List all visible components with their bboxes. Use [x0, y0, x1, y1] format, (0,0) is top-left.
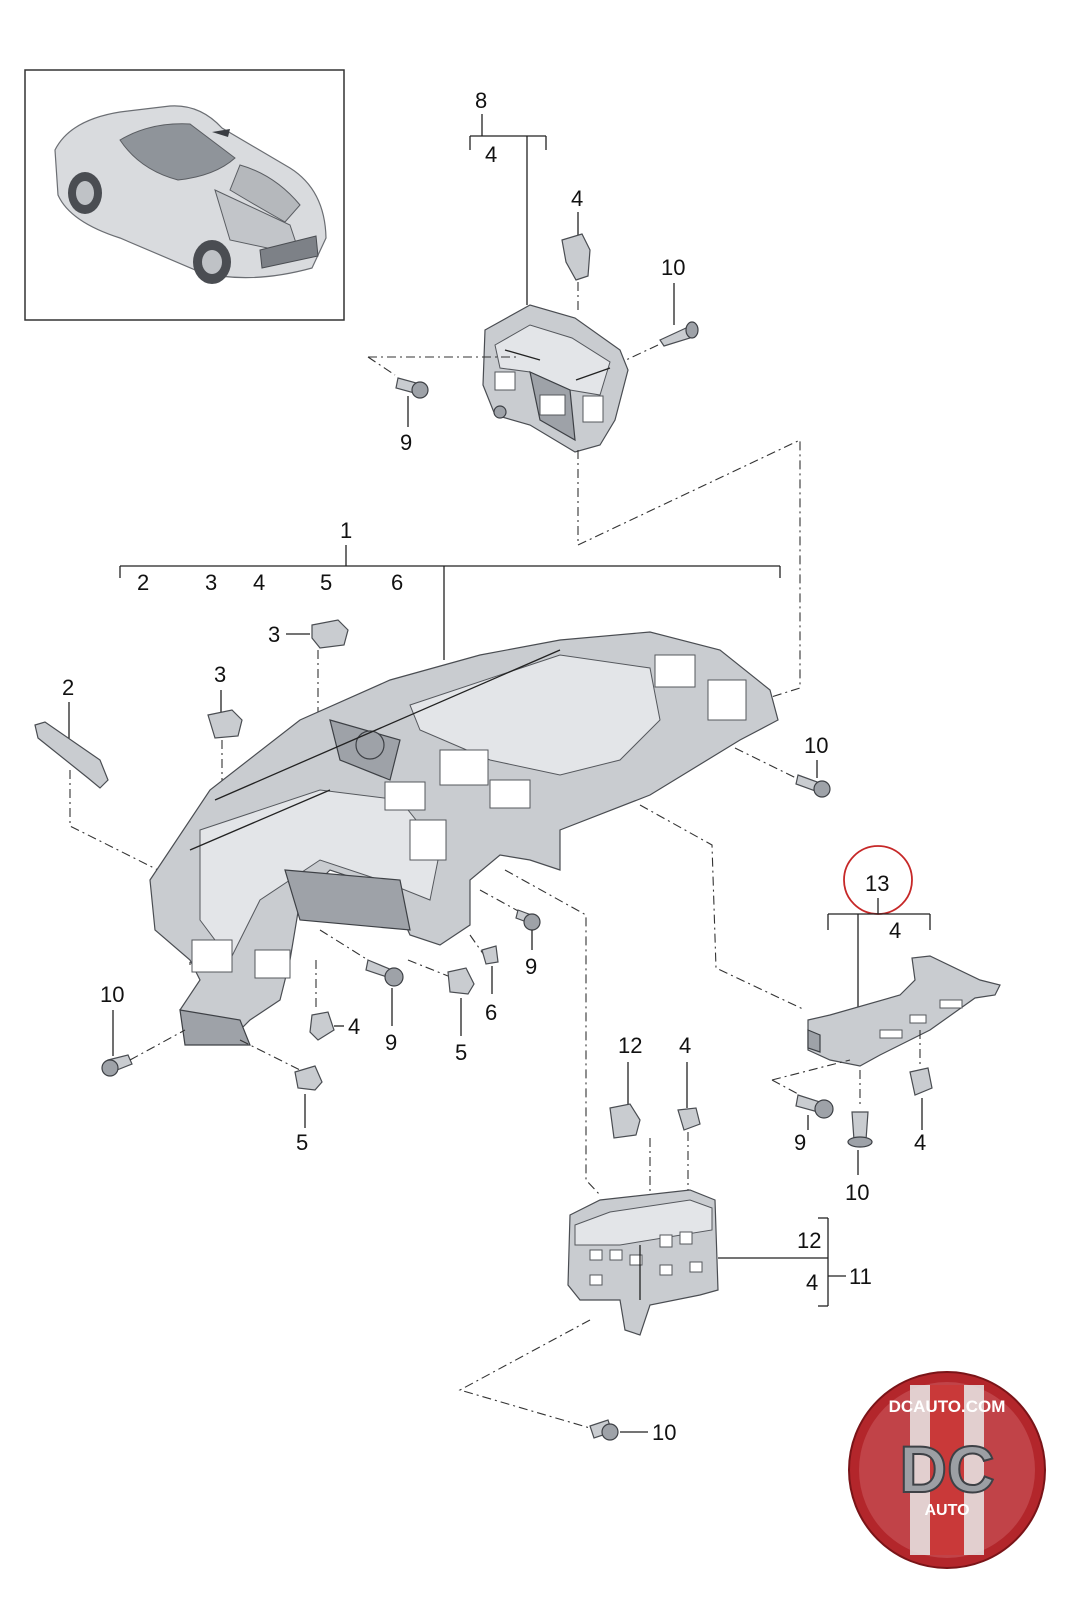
logo-main-text: DC: [899, 1432, 994, 1506]
callout-9-bracket: 9: [794, 1130, 806, 1155]
callout-8: 8: [475, 88, 487, 113]
callout-1-sub-4: 4: [253, 570, 265, 595]
steering-column-bracket: [482, 304, 629, 453]
logo-sub-text: AUTO: [924, 1502, 969, 1519]
screw-part-9-mid: 9: [319, 929, 404, 1055]
callout-13-sub-4: 4: [889, 918, 901, 943]
callout-4-carrier: 4: [679, 1033, 691, 1058]
callout-4-mid: 4: [348, 1014, 360, 1039]
callout-10-right: 10: [804, 733, 828, 758]
screw-part-10-bottom: 10: [458, 1319, 676, 1445]
clip-part-5-low: 5: [239, 1039, 323, 1155]
callout-8-group: 8 4: [469, 88, 547, 305]
callout-4-side: 4: [806, 1270, 818, 1295]
callout-11-group: 12 4 11: [718, 1217, 872, 1307]
screw-part-10-left: 10: [100, 982, 186, 1077]
callout-9-mid: 9: [385, 1030, 397, 1055]
callout-12-top: 12: [618, 1033, 642, 1058]
callout-8-sub-4: 4: [485, 142, 497, 167]
callout-5-mid: 5: [455, 1040, 467, 1065]
dashboard-carrier: [149, 631, 779, 1046]
callout-1-group: 1 2 3 4 5 6: [119, 518, 781, 660]
screw-part-10-right: 10: [734, 733, 831, 798]
center-console-carrier: [567, 1189, 719, 1336]
callout-10-top: 10: [661, 255, 685, 280]
callout-1: 1: [340, 518, 352, 543]
logo-top-text: DCAUTO.COM: [889, 1397, 1006, 1416]
callout-5-low: 5: [296, 1130, 308, 1155]
clip-part-4-top: 4: [561, 186, 591, 310]
callout-3-upper: 3: [268, 622, 280, 647]
callout-10-bracket: 10: [845, 1180, 869, 1205]
callout-11: 11: [849, 1264, 872, 1289]
clip-part-5-6: 5 6: [407, 934, 499, 1065]
clip-part-4-mid: 4: [309, 960, 360, 1041]
callout-1-sub-2: 2: [137, 570, 149, 595]
cross-member-bracket: [807, 955, 1001, 1067]
car-thumbnail: [24, 69, 345, 321]
callout-4-top: 4: [571, 186, 583, 211]
callout-13-group: 13 4: [827, 845, 931, 1030]
dcauto-logo: DCAUTO.COM DC AUTO: [848, 1371, 1046, 1569]
callout-1-sub-5: 5: [320, 570, 332, 595]
callout-3-left: 3: [214, 662, 226, 687]
callout-6-mid: 6: [485, 1000, 497, 1025]
callout-9-top: 9: [400, 430, 412, 455]
clip-part-3-left: 3: [207, 662, 243, 830]
callout-1-sub-6: 6: [391, 570, 403, 595]
bracket-fasteners: 9 10 4: [771, 1030, 933, 1205]
screw-part-9-top: 9: [367, 356, 520, 455]
callout-1-sub-3: 3: [205, 570, 217, 595]
callout-10-left: 10: [100, 982, 124, 1007]
callout-9-right-mid: 9: [525, 954, 537, 979]
screw-part-10-top: 10: [625, 255, 699, 361]
callout-12-side: 12: [797, 1228, 821, 1253]
screw-part-9-right-mid: 9: [479, 889, 541, 979]
callout-4-bracket: 4: [914, 1130, 926, 1155]
callout-13: 13: [865, 871, 889, 896]
callout-2-left: 2: [62, 675, 74, 700]
callout-10-bottom: 10: [652, 1420, 676, 1445]
